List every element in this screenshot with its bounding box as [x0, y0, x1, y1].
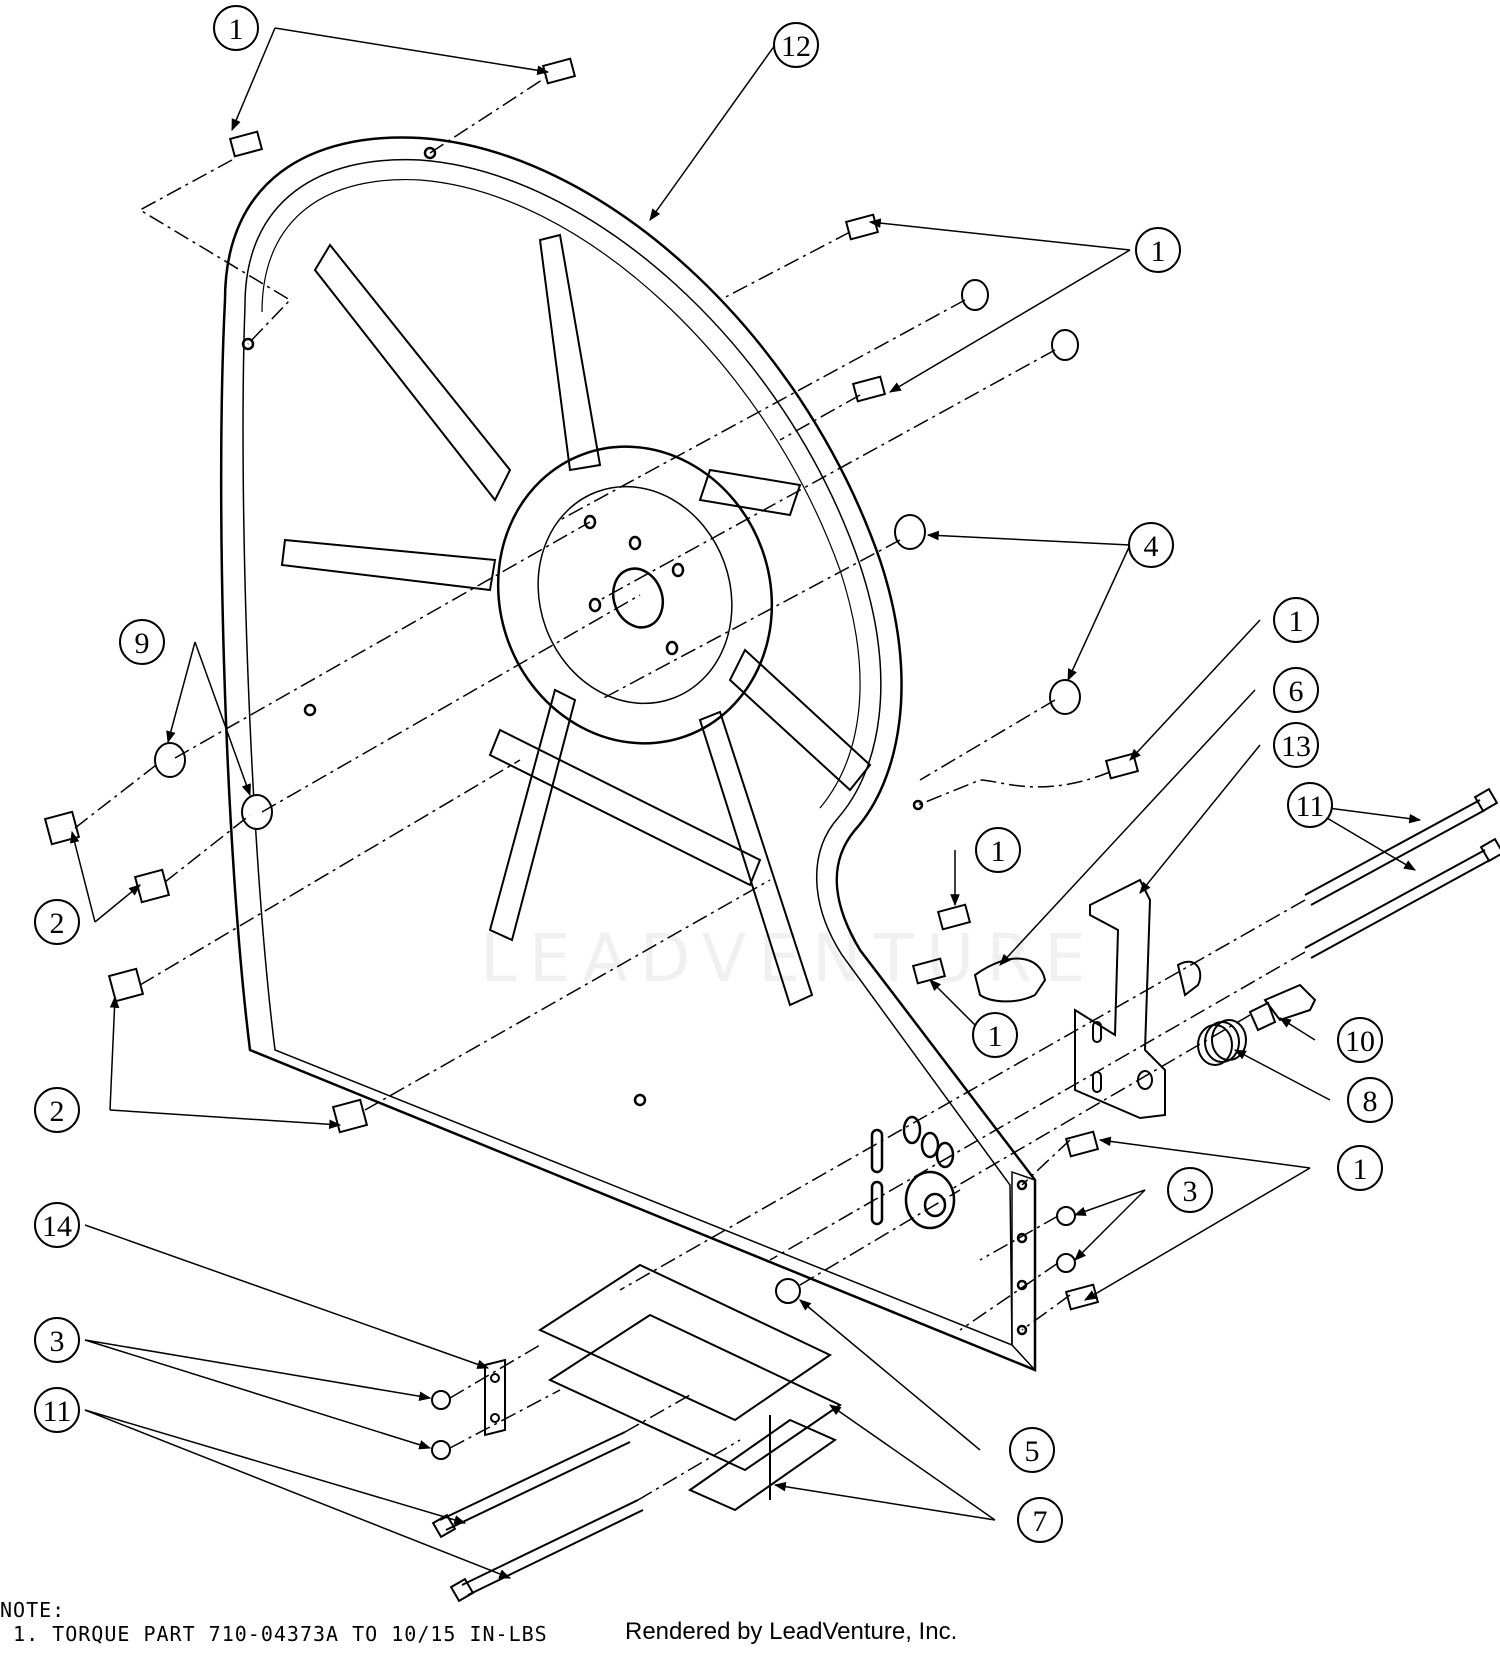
svg-text:1: 1	[1353, 1153, 1368, 1186]
callout-7: 7	[1017, 1497, 1063, 1543]
svg-text:10: 10	[1345, 1025, 1375, 1058]
svg-text:13: 13	[1281, 730, 1311, 763]
callout-1: 1	[1135, 227, 1181, 273]
callout-1: 1	[213, 5, 259, 51]
callout-4: 4	[1128, 522, 1174, 568]
svg-text:7: 7	[1033, 1505, 1048, 1538]
svg-text:1: 1	[1289, 605, 1304, 638]
svg-text:2: 2	[50, 907, 65, 940]
callout-balloons: 1 12 1 4 9 1 6 13 11 1 2 1 10 8 2 1 3 14…	[34, 5, 1393, 1543]
side-plate-wheel	[219, 136, 1037, 1372]
callout-11: 11	[1287, 782, 1333, 828]
callout-12: 12	[773, 22, 819, 68]
callout-8: 8	[1347, 1077, 1393, 1123]
svg-text:1: 1	[1151, 235, 1166, 268]
callout-3: 3	[34, 1317, 80, 1363]
plate-part-14	[484, 1358, 506, 1437]
svg-text:11: 11	[43, 1395, 72, 1428]
note-line-1: 1. TORQUE PART 710-04373A TO 10/15 IN-LB…	[0, 1622, 548, 1646]
callout-5: 5	[1009, 1427, 1055, 1473]
svg-text:12: 12	[781, 30, 811, 63]
callout-6: 6	[1273, 667, 1319, 713]
spring-part-8	[1197, 1019, 1247, 1066]
note-title: NOTE:	[0, 1598, 66, 1622]
svg-text:4: 4	[1144, 530, 1159, 563]
fasteners	[43, 57, 1140, 1460]
callout-2: 2	[34, 1087, 80, 1133]
svg-text:8: 8	[1363, 1085, 1378, 1118]
svg-text:6: 6	[1289, 675, 1304, 708]
svg-text:3: 3	[50, 1325, 65, 1358]
callout-1: 1	[1273, 597, 1319, 643]
watermark: LEADVENTURE	[480, 920, 1098, 997]
callout-9: 9	[119, 619, 165, 665]
callout-1: 1	[972, 1012, 1018, 1058]
pin-part-10	[1248, 983, 1317, 1032]
leader-lines	[70, 27, 1422, 1579]
svg-text:9: 9	[135, 627, 150, 660]
bracket-part-13	[1074, 878, 1202, 1120]
callout-11: 11	[34, 1387, 80, 1433]
callout-3: 3	[1167, 1167, 1213, 1213]
svg-text:1: 1	[991, 835, 1006, 868]
svg-text:1: 1	[229, 13, 244, 46]
svg-text:2: 2	[50, 1095, 65, 1128]
svg-text:1: 1	[988, 1020, 1003, 1053]
callout-1: 1	[975, 827, 1021, 873]
svg-text:5: 5	[1025, 1435, 1040, 1468]
callout-13: 13	[1273, 722, 1319, 768]
callout-2: 2	[34, 899, 80, 945]
svg-text:14: 14	[42, 1210, 72, 1243]
callout-14: 14	[34, 1202, 80, 1248]
assembly-lines	[74, 77, 1306, 1501]
callout-10: 10	[1337, 1017, 1383, 1063]
credit-text: Rendered by LeadVenture, Inc.	[625, 1618, 958, 1645]
svg-text:11: 11	[1296, 790, 1325, 823]
svg-text:3: 3	[1183, 1175, 1198, 1208]
callout-1: 1	[1337, 1145, 1383, 1191]
